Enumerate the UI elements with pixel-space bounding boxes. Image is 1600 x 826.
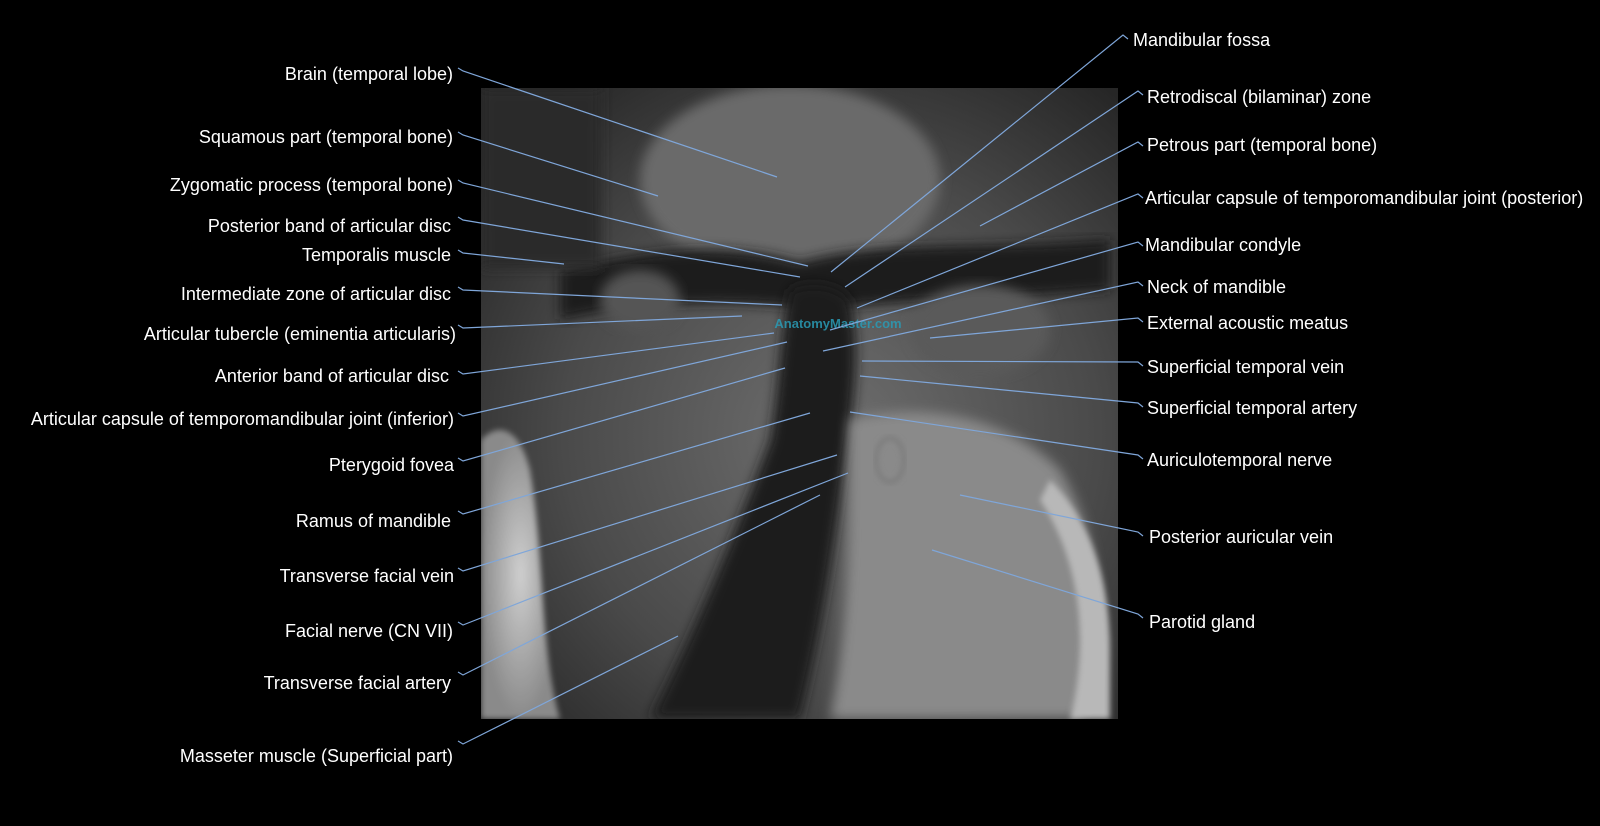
mri-image <box>481 88 1118 719</box>
label-left: Facial nerve (CN VII) <box>285 621 453 641</box>
label-left: Transverse facial vein <box>280 566 454 586</box>
label-left: Articular capsule of temporomandibular j… <box>31 409 454 429</box>
label-right: Posterior auricular vein <box>1149 527 1333 547</box>
leader-line-right <box>822 281 1144 352</box>
leader-line-right <box>929 317 1144 339</box>
leader-line-right <box>861 360 1144 367</box>
leader-line-left <box>457 454 838 572</box>
leader-line-right <box>829 241 1144 331</box>
label-left: Intermediate zone of articular disc <box>181 284 451 304</box>
label-right: Petrous part (temporal bone) <box>1147 135 1377 155</box>
leader-line-right <box>959 494 1144 537</box>
label-left: Brain (temporal lobe) <box>285 64 453 84</box>
left-leader-lines <box>457 67 849 745</box>
leader-line-left <box>457 131 659 197</box>
leader-line-right <box>859 375 1144 408</box>
leader-line-left <box>457 315 743 329</box>
leader-line-left <box>457 367 786 462</box>
leader-line-right <box>849 411 1144 460</box>
label-right: Mandibular condyle <box>1145 235 1301 255</box>
leader-line-right <box>830 34 1129 273</box>
label-right: Superficial temporal vein <box>1147 357 1344 377</box>
leader-line-left <box>457 179 809 267</box>
leader-line-left <box>457 494 821 676</box>
label-left: Zygomatic process (temporal bone) <box>170 175 453 195</box>
label-right: External acoustic meatus <box>1147 313 1348 333</box>
label-right: Auriculotemporal nerve <box>1147 450 1332 470</box>
label-right: Articular capsule of temporomandibular j… <box>1145 188 1583 208</box>
label-left: Masseter muscle (Superficial part) <box>180 746 453 766</box>
label-right: Superficial temporal artery <box>1147 398 1357 418</box>
label-right: Parotid gland <box>1149 612 1255 632</box>
leader-line-left <box>457 412 811 515</box>
leader-line-left <box>457 286 783 306</box>
label-left: Posterior band of articular disc <box>208 216 451 236</box>
leader-line-right <box>979 141 1144 227</box>
label-right: Retrodiscal (bilaminar) zone <box>1147 87 1371 107</box>
leader-line-left <box>457 249 565 265</box>
label-left: Ramus of mandible <box>296 511 451 531</box>
label-left: Temporalis muscle <box>302 245 451 265</box>
label-left: Pterygoid fovea <box>329 455 455 475</box>
label-left: Transverse facial artery <box>264 673 451 693</box>
label-left: Articular tubercle (eminentia articulari… <box>144 324 456 344</box>
label-right: Mandibular fossa <box>1133 30 1271 50</box>
label-left: Anterior band of articular disc <box>215 366 449 386</box>
leader-line-right <box>931 549 1144 619</box>
watermark-text: AnatomyMaster.com <box>774 316 901 331</box>
label-right: Neck of mandible <box>1147 277 1286 297</box>
leader-line-left <box>457 332 775 375</box>
leader-line-left <box>457 67 778 178</box>
leader-line-right <box>844 90 1144 288</box>
left-labels: Brain (temporal lobe) Squamous part (temp… <box>31 64 456 766</box>
right-leader-lines <box>822 34 1144 619</box>
label-left: Squamous part (temporal bone) <box>199 127 453 147</box>
leader-line-left <box>457 635 679 745</box>
leader-line-left <box>457 341 788 417</box>
leader-line-left <box>457 216 801 278</box>
leader-line-left <box>457 472 849 626</box>
leader-line-right <box>856 193 1144 309</box>
